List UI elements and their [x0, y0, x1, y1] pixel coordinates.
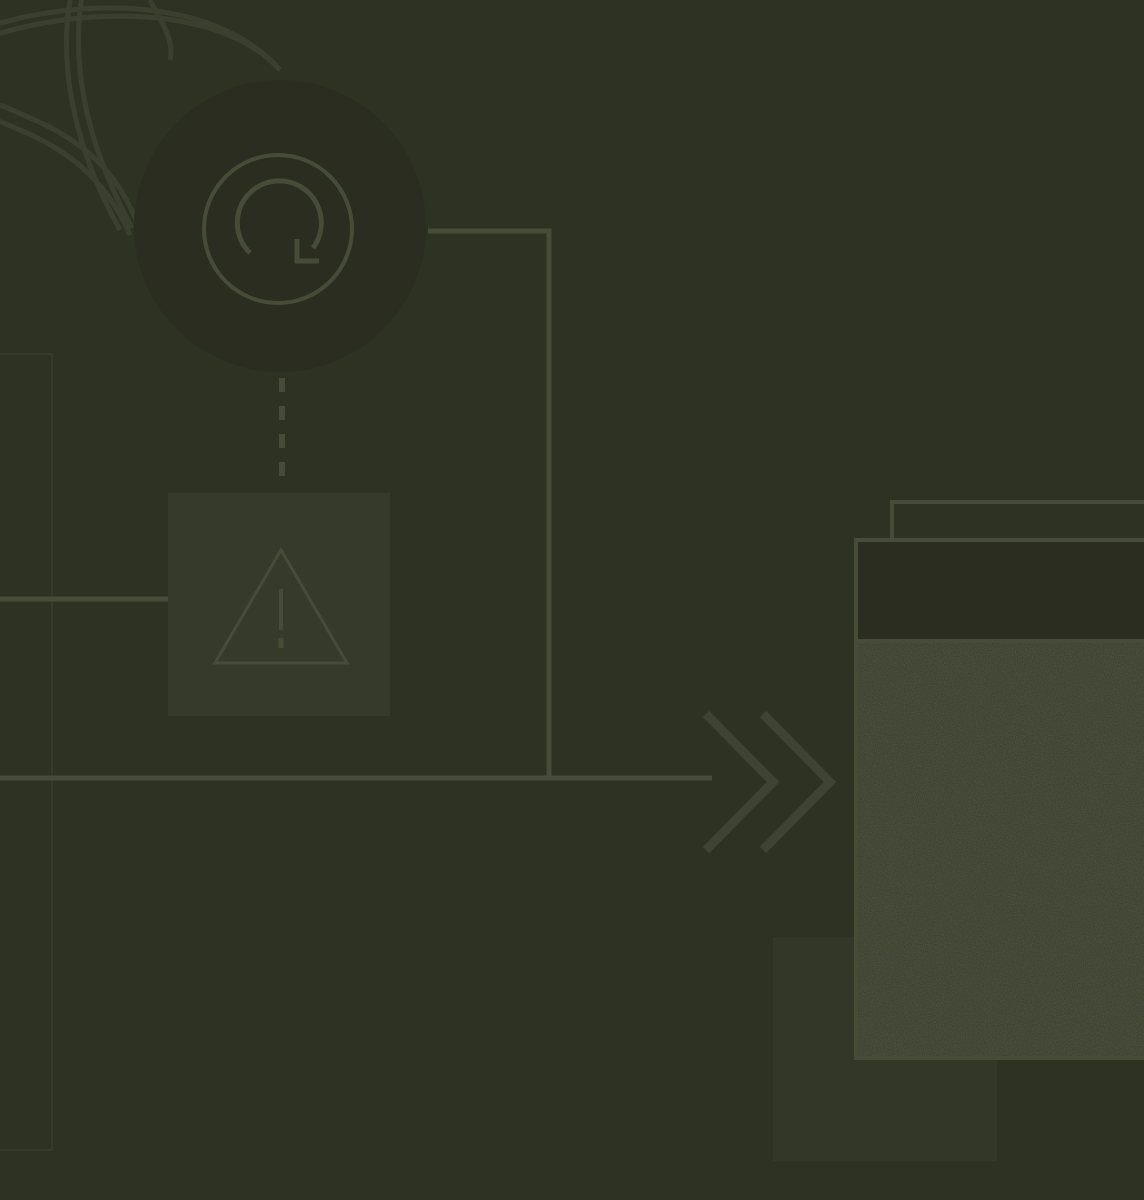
document-card	[854, 538, 1144, 1060]
refresh-icon	[202, 153, 354, 305]
connector-line	[428, 228, 552, 778]
warning-icon	[212, 547, 350, 665]
refresh-badge	[134, 80, 426, 372]
double-chevron-right-icon	[702, 710, 837, 854]
left-panel-outline	[0, 353, 53, 1151]
knot-icon	[0, 0, 282, 236]
